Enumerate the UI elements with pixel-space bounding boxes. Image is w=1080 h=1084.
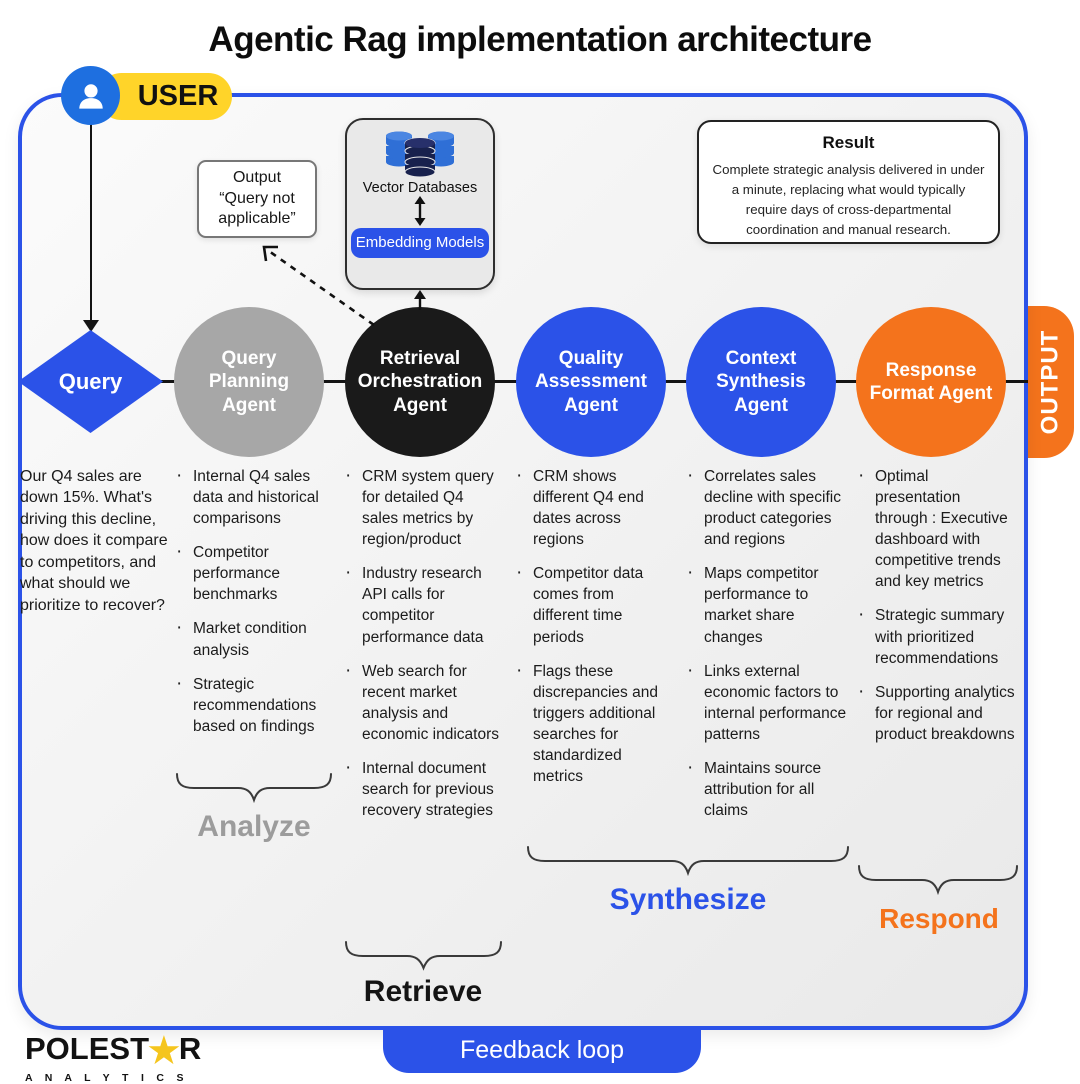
user-to-query-arrowhead — [83, 320, 99, 332]
query-not-applicable-title: Output — [232, 168, 282, 186]
response-format-notes: ·Optimal presentation through : Executiv… — [858, 465, 1016, 758]
analyze-brace — [176, 773, 332, 804]
query-not-applicable-quote: “Query not applicable” — [218, 189, 296, 228]
list-item: ·Competitor performance benchmarks — [176, 541, 332, 605]
feedback-loop-label: Feedback loop — [459, 1036, 624, 1064]
context-synthesis-notes: ·Correlates sales decline with specific … — [687, 465, 848, 834]
output-tab: OUTPUT — [1026, 306, 1074, 458]
list-item: ·Correlates sales decline with specific … — [687, 465, 848, 550]
phase-respond: Respond — [879, 903, 999, 934]
vector-databases-box: Vector Databases Embedding Models — [345, 118, 495, 290]
bullet-icon: · — [176, 617, 183, 639]
list-item: ·Market condition analysis — [176, 617, 332, 660]
result-box: Result Complete strategic analysis deliv… — [697, 120, 1000, 244]
user-icon — [78, 83, 103, 109]
agent-retrieval-orchestration-label: Retrieval Orchestration Agent — [357, 348, 483, 416]
list-item: ·Supporting analytics for regional and p… — [858, 680, 1016, 745]
list-item: ·Internal document search for previous r… — [345, 756, 502, 821]
query-description: Our Q4 sales are down 15%. What's drivin… — [20, 468, 168, 614]
bullet-icon: · — [858, 465, 865, 486]
logo-subtext: A N A L Y T I C S — [25, 1072, 189, 1084]
agent-retrieval-orchestration: Retrieval Orchestration Agent — [345, 307, 495, 457]
list-item: ·Maintains source attribution for all cl… — [687, 756, 848, 821]
agent-query-planning: Query Planning Agent — [174, 307, 324, 457]
bullet-icon: · — [687, 562, 694, 584]
phase-synthesize: Synthesize — [609, 883, 767, 916]
user-badge-label: USER — [137, 80, 219, 112]
query-not-applicable-box: Output “Query not applicable” — [197, 160, 317, 238]
phase-retrieve: Retrieve — [363, 975, 483, 1008]
list-item: ·Strategic recommendations based on find… — [176, 672, 332, 737]
polestar-logo: POLEST★R A N A L Y T I C S — [25, 1031, 201, 1084]
query-planning-notes: ·Internal Q4 sales data and historical c… — [176, 465, 332, 750]
list-item: ·Internal Q4 sales data and historical c… — [176, 465, 332, 529]
bullet-icon: · — [345, 465, 352, 486]
result-title: Result — [822, 133, 875, 152]
bullet-icon: · — [687, 465, 694, 486]
bullet-icon: · — [858, 680, 865, 702]
bidirectional-arrow-icon — [414, 196, 426, 226]
bullet-icon: · — [345, 562, 352, 584]
bullet-icon: · — [516, 562, 523, 584]
agent-context-synthesis: Context Synthesis Agent — [686, 307, 836, 457]
list-item: ·CRM shows different Q4 end dates across… — [516, 465, 672, 550]
list-item: ·Maps competitor performance to market s… — [687, 562, 848, 647]
bullet-icon: · — [687, 756, 694, 778]
agent-context-synthesis-label: Context Synthesis Agent — [716, 348, 806, 416]
list-item: ·Links external economic factors to inte… — [687, 659, 848, 745]
list-item: ·CRM system query for detailed Q4 sales … — [345, 465, 502, 550]
retrieval-to-vector-arrow — [414, 290, 426, 310]
agent-quality-assessment-label: Quality Assessment Agent — [535, 348, 647, 416]
query-node-label: Query — [58, 368, 123, 394]
logo-wordmark: POLEST★R — [25, 1029, 202, 1073]
star-icon: ★ — [146, 1029, 182, 1073]
quality-assessment-notes: ·CRM shows different Q4 end dates across… — [516, 465, 672, 800]
bullet-icon: · — [345, 659, 352, 681]
result-body: Complete strategic analysis delivered in… — [712, 162, 985, 237]
bullet-icon: · — [516, 659, 523, 681]
list-item: ·Web search for recent market analysis a… — [345, 659, 502, 745]
list-item: ·Competitor data comes from different ti… — [516, 562, 672, 647]
retrieve-brace — [345, 941, 502, 971]
page-title: Agentic Rag implementation architecture — [208, 20, 872, 59]
retrieval-to-output-dashed-arrow — [262, 245, 375, 327]
embedding-models-box: Embedding Models — [351, 228, 489, 258]
feedback-loop-tab: Feedback loop — [383, 1028, 701, 1073]
list-item: ·Flags these discrepancies and triggers … — [516, 659, 672, 787]
user-to-query-line — [90, 124, 92, 322]
bullet-icon: · — [516, 465, 523, 486]
user-badge: USER — [98, 73, 232, 120]
bullet-icon: · — [345, 756, 352, 778]
synthesize-brace — [527, 846, 849, 877]
bullet-icon: · — [176, 465, 183, 486]
agent-response-format: Response Format Agent — [856, 307, 1006, 457]
output-tab-label: OUTPUT — [1036, 329, 1064, 435]
agent-query-planning-label: Query Planning Agent — [208, 348, 290, 416]
vector-databases-label: Vector Databases — [362, 180, 478, 196]
bullet-icon: · — [687, 659, 694, 681]
list-item: ·Optimal presentation through : Executiv… — [858, 465, 1016, 592]
user-avatar — [61, 66, 120, 125]
bullet-icon: · — [858, 604, 865, 626]
agent-quality-assessment: Quality Assessment Agent — [516, 307, 666, 457]
database-icon — [386, 131, 454, 178]
agent-response-format-label: Response Format Agent — [869, 359, 993, 404]
list-item: ·Strategic summary with prioritized reco… — [858, 604, 1016, 668]
list-item: ·Industry research API calls for competi… — [345, 562, 502, 647]
bullet-icon: · — [176, 672, 183, 694]
retrieval-notes: ·CRM system query for detailed Q4 sales … — [345, 465, 502, 834]
phase-analyze: Analyze — [197, 810, 311, 843]
respond-brace — [858, 865, 1018, 896]
bullet-icon: · — [176, 541, 183, 563]
